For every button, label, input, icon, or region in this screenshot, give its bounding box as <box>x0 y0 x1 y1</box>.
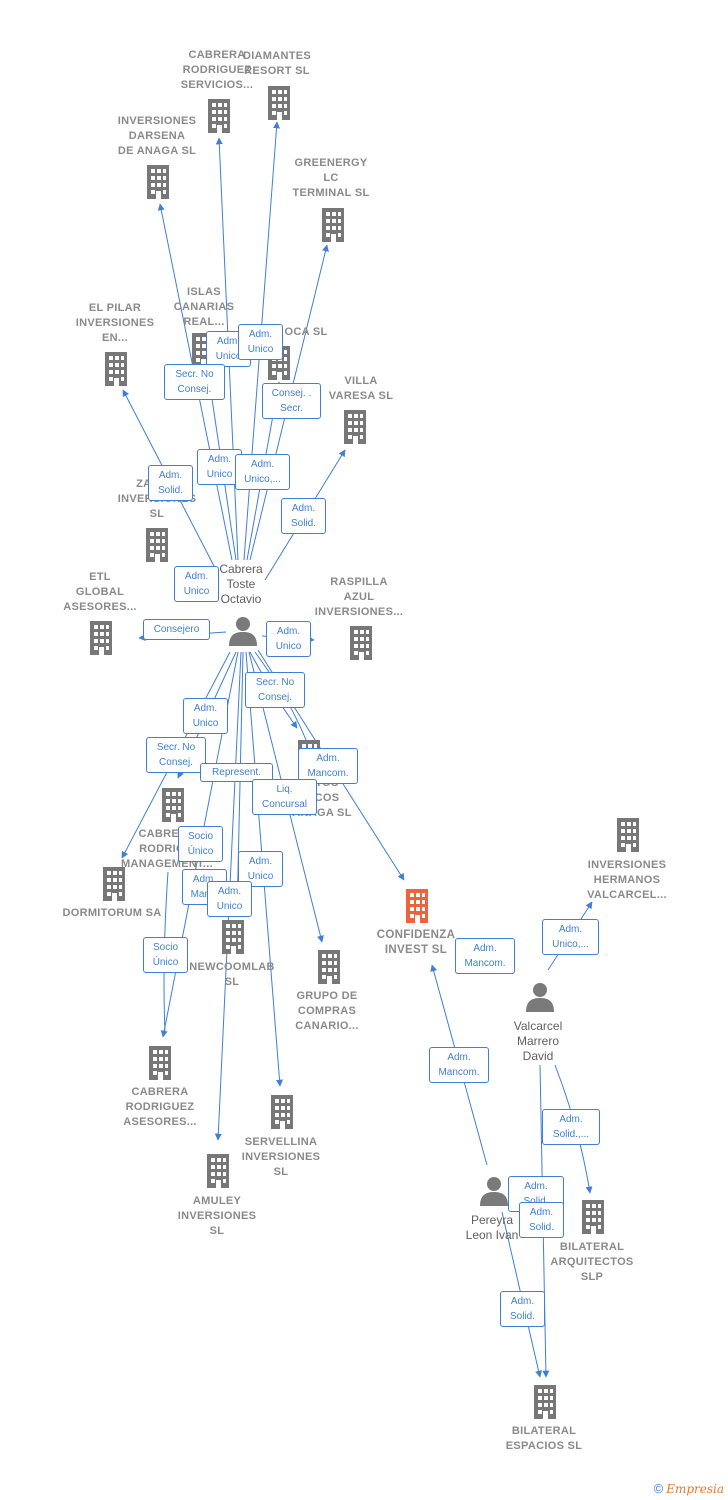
role-badge[interactable]: Adm. Unico <box>266 621 311 657</box>
building-icon-bilateral-arquitectos[interactable] <box>582 1200 604 1234</box>
person-icon-valcarcel[interactable] <box>526 983 554 1012</box>
building-icon-cabrera-management[interactable] <box>162 788 184 822</box>
role-badge[interactable]: Socio Único <box>178 826 223 862</box>
company-label-amuley[interactable]: AMULEY INVERSIONES SL <box>177 1195 257 1237</box>
building-icon-dormitorum[interactable] <box>103 867 125 901</box>
building-icon-cabrera-asesores[interactable] <box>149 1046 171 1080</box>
role-badge[interactable]: Liq. Concursal <box>252 779 317 815</box>
role-badge[interactable]: Adm. Unico <box>174 566 219 602</box>
brand-footer: ©Empresia <box>654 1481 724 1496</box>
role-badge[interactable]: Adm. Unico <box>207 881 252 917</box>
company-label-newcoomlab[interactable]: NEWCOOMLAB SL <box>189 961 275 988</box>
role-badge[interactable]: Adm. Solid. <box>148 465 193 501</box>
building-icon-bilateral-espacios[interactable] <box>534 1385 556 1419</box>
building-icon-darsena[interactable] <box>147 165 169 199</box>
role-badge[interactable]: Secr. No Consej. <box>164 364 225 400</box>
copyright-icon: © <box>653 1481 664 1496</box>
person-icon-pereyra[interactable] <box>480 1177 508 1206</box>
role-badge[interactable]: Adm. Solid. <box>500 1291 545 1327</box>
building-icon-diamantes[interactable] <box>268 86 290 120</box>
person-label-cabrera[interactable]: Cabrera Toste Octavio <box>219 562 263 606</box>
company-label-oca[interactable]: OCA SL <box>284 326 328 338</box>
role-badge[interactable]: Socio Único <box>143 937 188 973</box>
company-label-bilateral-arquitectos[interactable]: BILATERAL ARQUITECTOS SLP <box>550 1241 634 1283</box>
company-label-etl[interactable]: ETL GLOBAL ASESORES... <box>63 571 137 613</box>
role-badge[interactable]: Secr. No Consej. <box>245 672 305 708</box>
company-label-hermanos[interactable]: INVERSIONES HERMANOS VALCARCEL... <box>587 859 667 901</box>
person-label-pereyra[interactable]: Pereyra Leon Ivan <box>465 1213 519 1242</box>
company-label-dormitorum[interactable]: DORMITORUM SA <box>62 907 162 919</box>
role-badge[interactable]: Adm. Mancom. <box>298 748 358 784</box>
building-icon-etl[interactable] <box>90 621 112 655</box>
building-icon-servellina[interactable] <box>271 1095 293 1129</box>
building-icon-raspilla[interactable] <box>350 626 372 660</box>
company-label-raspilla[interactable]: RASPILLA AZUL INVERSIONES... <box>314 576 404 618</box>
company-label-cabrera-servicios[interactable]: CABRERA RODRIGUEZ SERVICIOS... <box>180 49 254 91</box>
building-icon-zara[interactable] <box>146 528 168 562</box>
role-badge[interactable]: Adm. Solid. <box>519 1202 564 1238</box>
building-icon-greenergy[interactable] <box>322 208 344 242</box>
company-label-islas[interactable]: ISLAS CANARIAS REAL... <box>173 286 235 328</box>
role-badge[interactable]: Adm. Mancom. <box>429 1047 489 1083</box>
role-badge[interactable]: Adm. Solid.,... <box>542 1109 600 1145</box>
role-badge[interactable]: Consej. . Secr. <box>262 383 321 419</box>
role-badge[interactable]: Secr. No Consej. <box>146 737 206 773</box>
role-badge[interactable]: Adm. Unico <box>183 698 228 734</box>
role-badge[interactable]: Consejero <box>143 619 210 640</box>
role-badge[interactable]: Represent. <box>200 763 273 782</box>
person-label-valcarcel[interactable]: Valcarcel Marrero David <box>513 1019 563 1063</box>
building-icon-amuley[interactable] <box>207 1154 229 1188</box>
company-label-grupo[interactable]: GRUPO DE COMPRAS CANARIO... <box>295 990 359 1032</box>
role-badge[interactable]: Adm. Unico,... <box>542 919 599 955</box>
company-label-greenergy[interactable]: GREENERGY LC TERMINAL SL <box>292 157 370 199</box>
building-icon-grupo[interactable] <box>318 950 340 984</box>
brand-logo: Empresia <box>666 1482 724 1496</box>
company-label-darsena[interactable]: INVERSIONES DARSENA DE ANAGA SL <box>117 115 197 157</box>
company-label-elpilar[interactable]: EL PILAR INVERSIONES EN... <box>75 302 155 344</box>
building-icon-elpilar[interactable] <box>105 352 127 386</box>
role-badge[interactable]: Adm. Unico,... <box>235 454 290 490</box>
person-icon-cabrera[interactable] <box>229 617 257 646</box>
company-label-villa[interactable]: VILLA VARESA SL <box>328 375 394 402</box>
building-icon-cabrera-servicios[interactable] <box>208 99 230 133</box>
building-icon-hermanos[interactable] <box>617 818 639 852</box>
company-label-servellina[interactable]: SERVELLINA INVERSIONES SL <box>241 1136 321 1178</box>
company-label-bilateral-espacios[interactable]: BILATERAL ESPACIOS SL <box>505 1425 583 1452</box>
role-badge[interactable]: Adm. Unico <box>238 324 283 360</box>
role-badge[interactable]: Adm. Solid. <box>281 498 326 534</box>
company-label-confidenza[interactable]: CONFIDENZA INVEST SL <box>376 929 456 956</box>
company-label-cabrera-asesores[interactable]: CABRERA RODRIGUEZ ASESORES... <box>123 1086 197 1128</box>
company-label-diamantes[interactable]: DIAMANTES RESORT SL <box>242 50 312 77</box>
building-icon-newcoomlab[interactable] <box>222 920 244 954</box>
building-icon-villa[interactable] <box>344 410 366 444</box>
role-badge[interactable]: Adm. Mancom. <box>455 938 515 974</box>
building-icon-confidenza[interactable] <box>406 889 428 923</box>
